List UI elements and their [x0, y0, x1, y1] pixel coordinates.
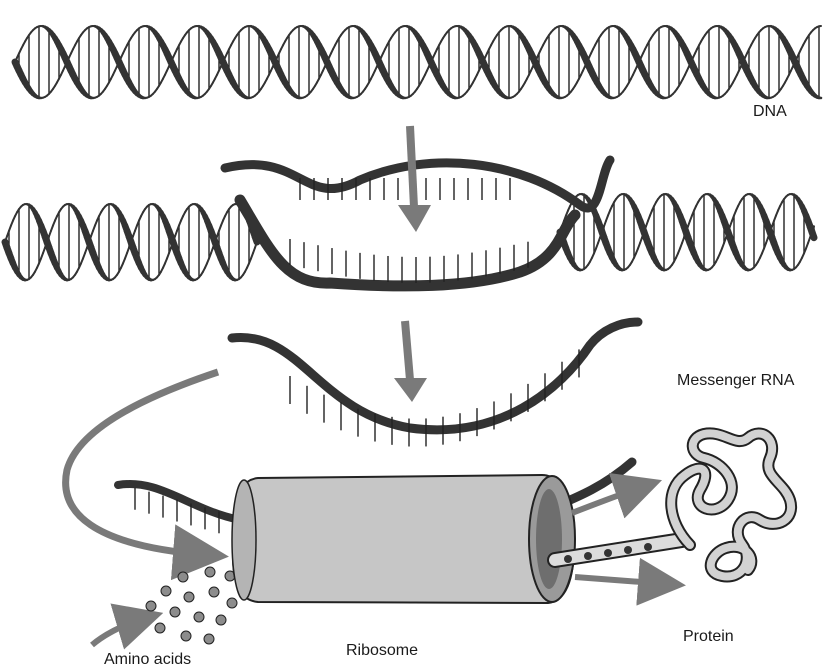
folded-protein — [671, 433, 791, 576]
amino-acid — [184, 592, 194, 602]
label-messenger-rna: Messenger RNA — [677, 372, 795, 389]
amino-acid-cluster — [146, 567, 237, 644]
exit-arrow-lower — [575, 577, 668, 584]
dna-double-helix — [15, 26, 821, 98]
down-arrow-mrna-release — [394, 321, 427, 402]
amino-acid — [161, 586, 171, 596]
label-dna: DNA — [753, 103, 787, 120]
ribosome-cylinder — [232, 475, 575, 603]
amino-acid — [170, 607, 180, 617]
label-amino-acids: Amino acids — [104, 651, 191, 668]
mrna-backbone — [232, 322, 638, 430]
amino-entry-arrow — [92, 618, 146, 645]
amino-acid — [181, 631, 191, 641]
amino-acid — [194, 612, 204, 622]
amino-acid — [178, 572, 188, 582]
amino-acid — [146, 601, 156, 611]
label-protein: Protein — [683, 628, 734, 645]
amino-acid — [155, 623, 165, 633]
label-ribosome: Ribosome — [346, 642, 418, 659]
amino-acid — [216, 615, 226, 625]
messenger-rna-strand — [232, 322, 638, 446]
amino-acid — [209, 587, 219, 597]
amino-feed-arrow — [66, 372, 218, 555]
amino-acid — [227, 598, 237, 608]
amino-acid — [205, 567, 215, 577]
mrna-entering-ribosome — [118, 484, 240, 520]
dna-mid-right-strand-b-segment — [812, 232, 814, 238]
amino-acid — [204, 634, 214, 644]
